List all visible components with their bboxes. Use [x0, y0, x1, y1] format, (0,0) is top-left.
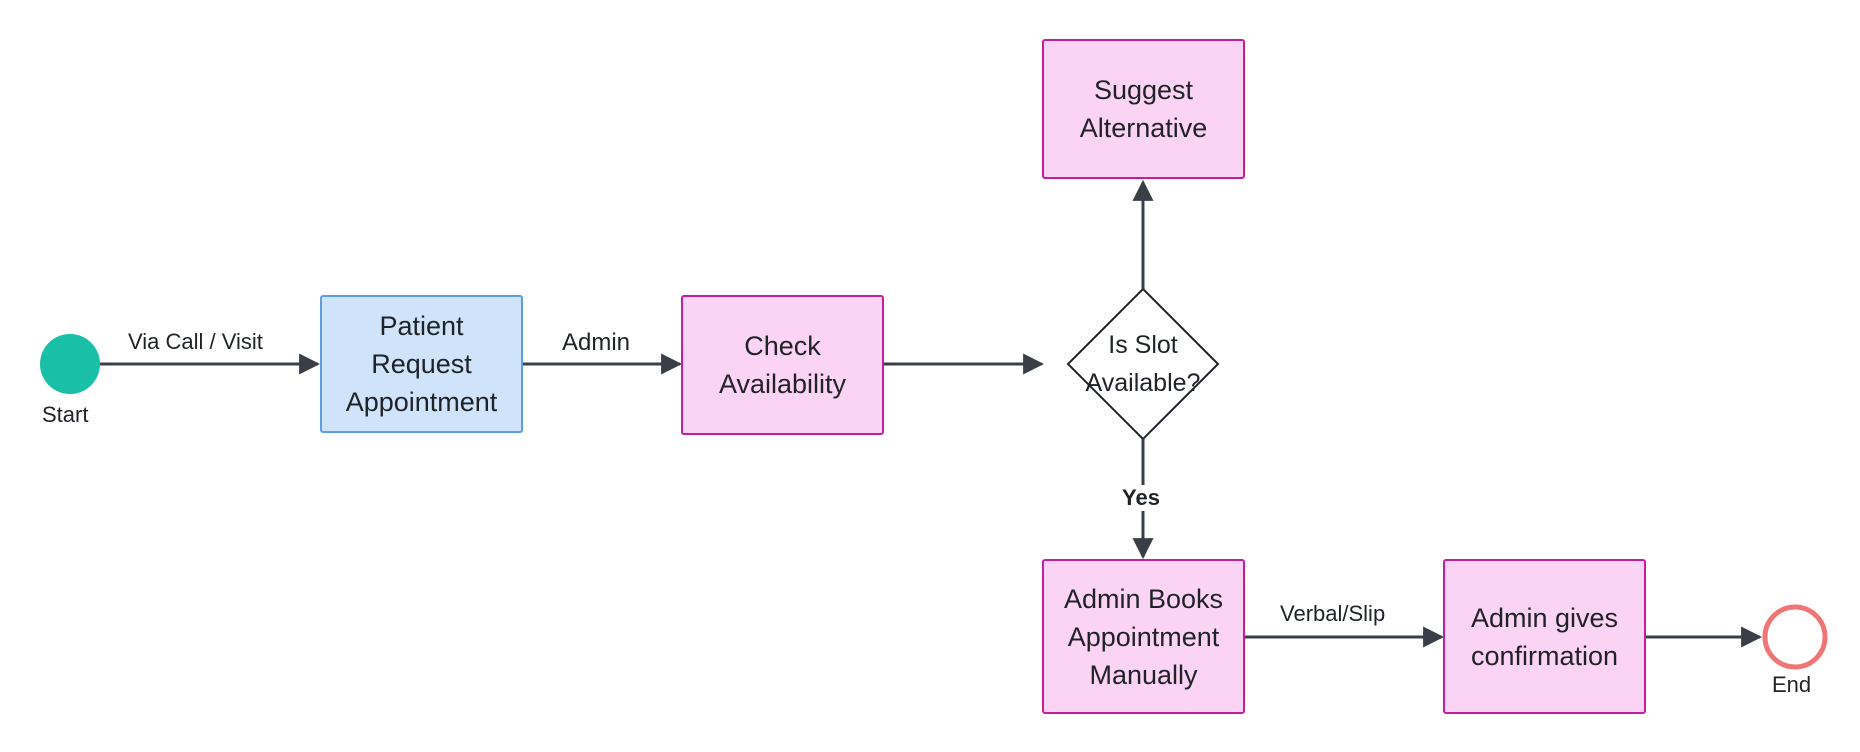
admin-confirms-label: Admin gives confirmation — [1470, 602, 1619, 671]
decision-text-box: Is Slot Available? — [1068, 325, 1218, 403]
suggest-alternative-label: Suggest Alternative — [1079, 75, 1208, 143]
start-label: Start — [42, 402, 89, 427]
edge-label-admin: Admin — [562, 329, 631, 357]
decision-label: Is Slot Available? — [1085, 331, 1201, 397]
admin-books-label: Admin Books Appointment Manually — [1063, 583, 1224, 690]
edge-label-yes: Yes — [1120, 485, 1162, 511]
edge-label-verbal-slip: Verbal/Slip — [1280, 601, 1386, 627]
end-node — [1762, 604, 1828, 670]
check-availability-node: Check Availability — [681, 295, 884, 435]
start-node — [40, 334, 100, 394]
patient-request-label: Patient Request Appointment — [345, 311, 498, 417]
edge-label-via-call: Via Call / Visit — [128, 329, 263, 355]
end-label: End — [1772, 672, 1812, 697]
suggest-alternative-node: Suggest Alternative — [1042, 39, 1245, 179]
admin-books-node: Admin Books Appointment Manually — [1042, 559, 1245, 714]
admin-confirms-node: Admin gives confirmation — [1443, 559, 1646, 714]
check-availability-label: Check Availability — [718, 331, 847, 399]
patient-request-node: Patient Request Appointment — [320, 295, 523, 433]
